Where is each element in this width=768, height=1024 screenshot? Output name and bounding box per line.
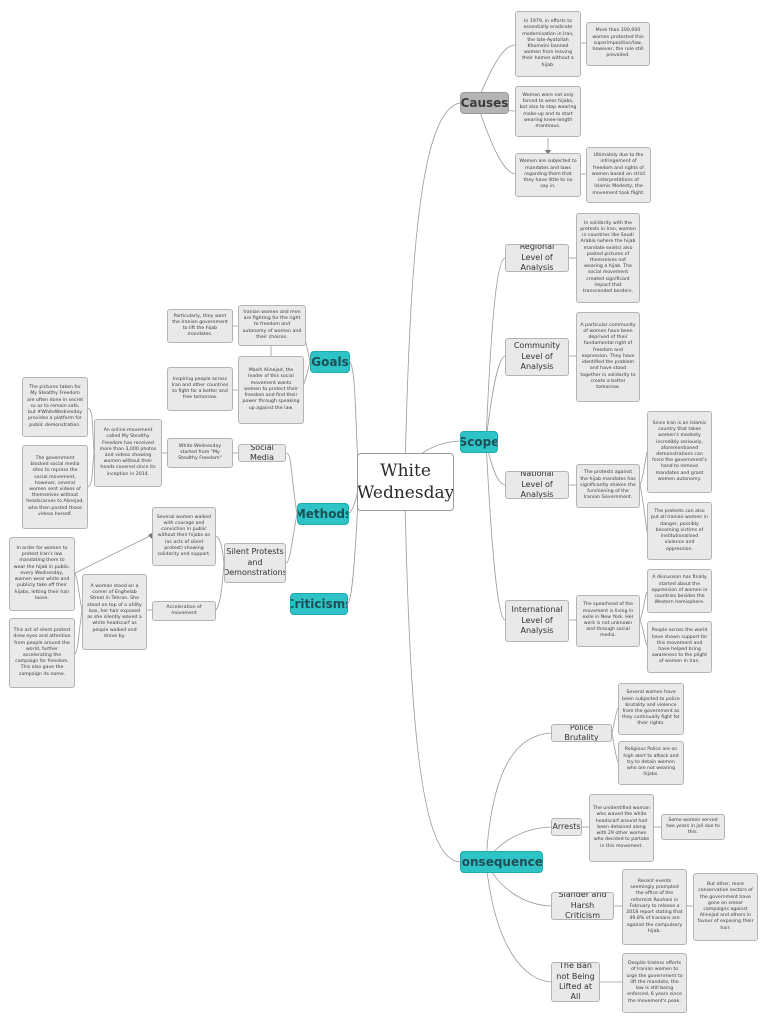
link-woman-crit bbox=[74, 572, 83, 611]
note-goals-iranian[interactable]: Iranian women and men are fighting for t… bbox=[238, 305, 306, 346]
sub-topic-national[interactable]: National Level of Analysis bbox=[505, 471, 569, 499]
note-methods-acceleration[interactable]: Acceleration of movement bbox=[152, 601, 216, 621]
link-methods-social bbox=[285, 452, 298, 515]
note-methods-white-wednesday[interactable]: White Wednesday started from "My Stealth… bbox=[167, 438, 233, 468]
note-cons-ban-despite[interactable]: Despite tireless efforts of Iranian wome… bbox=[622, 953, 687, 1013]
note-cons-police-several[interactable]: Several women have been subjected to pol… bbox=[618, 683, 684, 735]
link-central-goals bbox=[349, 361, 359, 469]
note-causes-1979[interactable]: In 1979, in efforts to essentially eradi… bbox=[515, 11, 581, 77]
central-topic[interactable]: White Wednesday bbox=[357, 453, 454, 511]
link-national-note-danger bbox=[639, 484, 648, 533]
link-national-note-islamic bbox=[639, 451, 648, 486]
sub-topic-international[interactable]: International Level of Analysis bbox=[505, 600, 569, 642]
note-causes-100000[interactable]: More than 100,000 women protested this s… bbox=[586, 22, 650, 66]
sub-topic-ban-not-lifted[interactable]: The Ban not Being Lifted at All bbox=[551, 962, 600, 1002]
note-scope-intl-spearhead[interactable]: The spearhead of the movement is living … bbox=[576, 595, 640, 647]
note-goals-masih[interactable]: Masih Alinejad, the leader of this socia… bbox=[238, 356, 304, 424]
link-scope-international bbox=[485, 440, 506, 621]
sub-topic-social-media[interactable]: Social Media bbox=[238, 444, 286, 462]
note-cons-police-religious[interactable]: Religious Police are on high alert to at… bbox=[618, 741, 684, 785]
note-scope-national-islamic[interactable]: Since Iran is an Islamic country that ta… bbox=[647, 411, 712, 493]
note-scope-national-danger[interactable]: The protests can also put all Iranian wo… bbox=[647, 502, 712, 560]
sub-topic-regional[interactable]: Regional Level of Analysis bbox=[505, 244, 569, 272]
link-online-government bbox=[87, 452, 95, 488]
note-cons-slander-recent[interactable]: Recent events seemingly prompted the off… bbox=[622, 869, 687, 945]
note-causes-forced[interactable]: Women were not only forced to wear hijab… bbox=[515, 86, 581, 137]
link-scope-regional bbox=[485, 257, 506, 442]
note-methods-pictures[interactable]: The pictures taken for My Stealthy Freed… bbox=[22, 377, 88, 437]
note-methods-several-walked[interactable]: Several women walked with courage and co… bbox=[152, 507, 216, 566]
note-goals-inspiring[interactable]: Inspiring people across Iran and other c… bbox=[167, 367, 233, 411]
main-topic-criticisms[interactable]: Criticisms bbox=[290, 593, 348, 615]
link-central-consequences bbox=[404, 499, 461, 863]
note-cons-slander-conservative[interactable]: But other, more conservative sectors of … bbox=[693, 873, 758, 941]
note-cons-arrests-unidentified[interactable]: The unidentified woman who waved the whi… bbox=[589, 794, 654, 862]
main-topic-methods[interactable]: Methods bbox=[297, 503, 349, 525]
note-methods-online[interactable]: An online movement called My Stealthy Fr… bbox=[94, 419, 162, 487]
note-causes-ultimately[interactable]: Ultimately due to the infringement of fr… bbox=[586, 147, 651, 203]
note-causes-subjected[interactable]: Women are subjected to mandates and laws… bbox=[515, 153, 581, 197]
note-goals-particularly[interactable]: Particularly, they want the Iranian gove… bbox=[167, 309, 233, 343]
link-methods-silent bbox=[285, 513, 298, 564]
note-scope-community[interactable]: A particular community of women have bee… bbox=[576, 312, 640, 402]
link-crit-arrow bbox=[74, 534, 153, 574]
link-online-pictures bbox=[87, 407, 95, 454]
link-silent-several bbox=[215, 535, 225, 564]
note-methods-woman-stood[interactable]: A woman stood on a corner of Enghelab St… bbox=[82, 574, 147, 650]
link-scope-community bbox=[485, 355, 506, 442]
note-scope-intl-discussion[interactable]: A discussion has finally started about t… bbox=[647, 569, 712, 613]
note-crit-in-order[interactable]: In order for women to protest Iran's law… bbox=[9, 537, 75, 611]
link-central-causes bbox=[404, 102, 461, 471]
sub-topic-police-brutality[interactable]: Police Brutality bbox=[551, 724, 612, 742]
arrowhead-causes bbox=[545, 150, 551, 155]
main-topic-causes[interactable]: Causes bbox=[460, 92, 509, 114]
link-causes-1979 bbox=[479, 44, 516, 96]
link-police-several bbox=[611, 707, 619, 734]
link-woman-thisact bbox=[74, 609, 83, 655]
main-topic-goals[interactable]: Goals bbox=[310, 351, 350, 373]
note-cons-arrests-two-years[interactable]: Some women served two years in jail due … bbox=[661, 814, 725, 840]
link-causes-subjected bbox=[479, 111, 516, 175]
link-intl-world bbox=[639, 619, 648, 647]
sub-topic-community[interactable]: Community Level of Analysis bbox=[505, 338, 569, 376]
note-scope-intl-world[interactable]: People across the world have shown suppo… bbox=[647, 621, 712, 673]
main-topic-scope[interactable]: Scope bbox=[460, 431, 498, 453]
note-scope-national-protests[interactable]: The protests against the hijab mandates … bbox=[576, 464, 640, 508]
link-cons-police bbox=[485, 732, 552, 863]
sub-topic-slander[interactable]: Slander and Harsh Criticism bbox=[551, 892, 614, 920]
note-crit-this-act[interactable]: This act of silent protest drew eyes and… bbox=[9, 618, 75, 688]
sub-topic-arrests[interactable]: Arrests bbox=[551, 818, 582, 836]
sub-topic-silent-protests[interactable]: Silent Protests and Demonstrations bbox=[224, 543, 286, 583]
note-scope-regional[interactable]: In solidarity with the protests in Iran,… bbox=[576, 213, 640, 303]
link-intl-discussion bbox=[639, 591, 648, 621]
main-topic-consequences[interactable]: Consequences bbox=[460, 851, 543, 873]
link-cons-ban bbox=[485, 861, 552, 983]
link-police-religious bbox=[611, 732, 619, 763]
note-methods-government[interactable]: The government blocked social media site… bbox=[22, 445, 88, 529]
link-silent-acceleration bbox=[215, 562, 225, 611]
link-central-criticisms bbox=[347, 499, 359, 604]
